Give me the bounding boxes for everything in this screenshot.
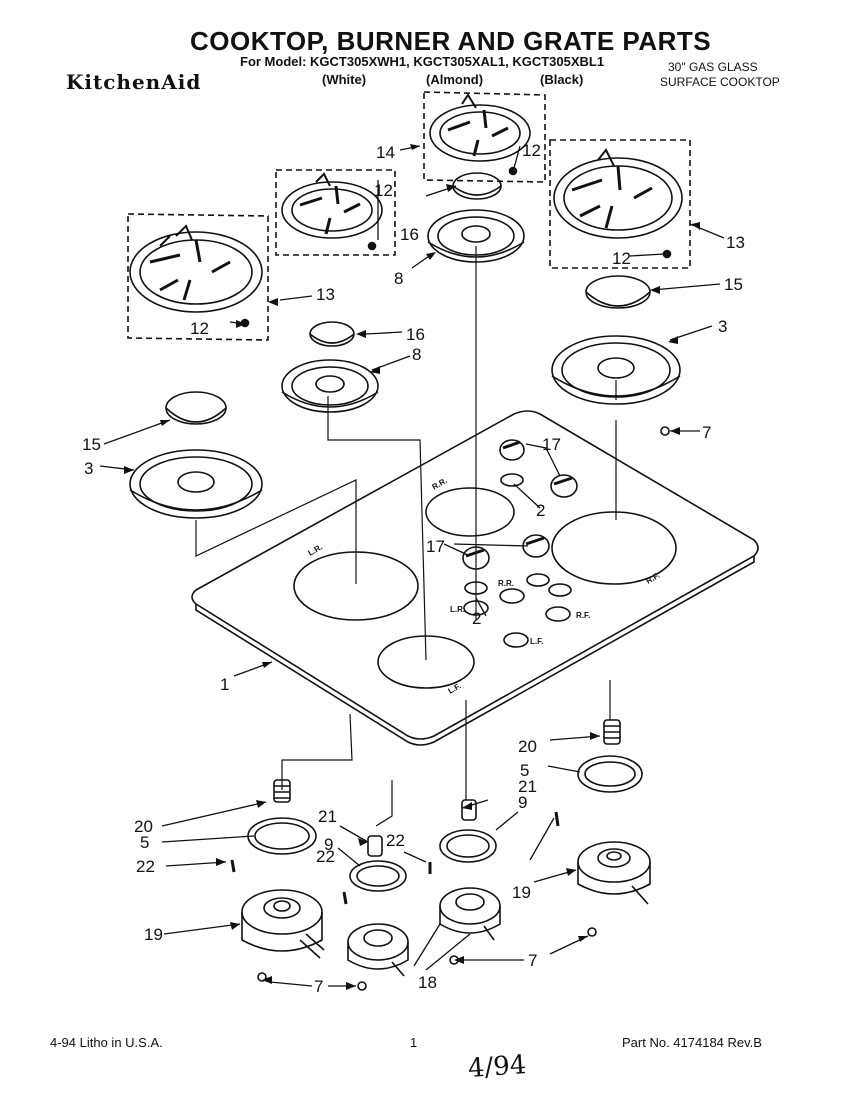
callout-12: 12 (190, 319, 209, 338)
color-black: (Black) (540, 72, 584, 87)
burner-cap-16-left (309, 321, 355, 347)
part-number: Part No. 4174184 Rev.B (622, 1035, 762, 1050)
color-white: (White) (322, 72, 367, 87)
label-left-front: L.F. (447, 681, 463, 695)
burner-cap-15-left (165, 391, 227, 425)
callout-7: 7 (314, 977, 323, 996)
callout-22: 22 (136, 857, 155, 876)
model-numbers: For Model: KGCT305XWH1, KGCT305XAL1, KGC… (240, 54, 605, 69)
product-description-line2: SURFACE COOKTOP (660, 75, 780, 89)
callout-15: 15 (82, 435, 101, 454)
callout-22: 22 (386, 831, 405, 850)
print-info: 4-94 Litho in U.S.A. (50, 1035, 163, 1050)
callout-19: 19 (512, 883, 531, 902)
handwritten-date: 4/94 (467, 1050, 528, 1084)
callout-5: 5 (520, 761, 529, 780)
grate-box-left-rear (127, 213, 269, 341)
callout-7: 7 (528, 951, 537, 970)
label-rr-control: R.R. (498, 579, 514, 588)
callout-12: 12 (522, 141, 541, 160)
burner-position-labels: L.R. R.R. R.F. L.F. L.R. R.R. L.F. R.F. (307, 476, 662, 696)
burner-assembly-right (554, 719, 651, 905)
burner-base-3-left (129, 449, 263, 519)
callout-13: 13 (726, 233, 745, 252)
callout-3: 3 (84, 459, 93, 478)
arrowheads (124, 144, 700, 990)
callout-15: 15 (724, 275, 743, 294)
grate-box-left-rear-middle (275, 169, 396, 256)
burner-assembly-left-middle (342, 835, 432, 977)
callout-17: 17 (542, 435, 561, 454)
label-lr-control: L.R. (450, 605, 465, 614)
glass-cooktop-panel (191, 410, 759, 746)
burner-cap-15-right (585, 275, 651, 309)
callout-16: 16 (406, 325, 425, 344)
callout-2: 2 (472, 609, 481, 628)
burner-assembly-right-middle (439, 799, 501, 941)
callout-20: 20 (134, 817, 153, 836)
callout-8: 8 (412, 345, 421, 364)
callout-12: 12 (612, 249, 631, 268)
burner-base-8-left (281, 359, 379, 413)
callout-22: 22 (316, 847, 335, 866)
callout-9: 9 (324, 835, 333, 854)
control-knobs (462, 439, 578, 597)
label-rf-control: R.F. (576, 611, 590, 620)
callout-21: 21 (518, 777, 537, 796)
label-left-rear: L.R. (307, 542, 325, 557)
callout-3: 3 (718, 317, 727, 336)
callout-17: 17 (426, 537, 445, 556)
callout-18: 18 (418, 973, 437, 992)
callout-20: 20 (518, 737, 537, 756)
burner-assembly-left (230, 779, 325, 959)
callout-5: 5 (140, 833, 149, 852)
burner-cap-16-center (452, 172, 502, 200)
grate-box-right (549, 139, 691, 269)
callout-21: 21 (318, 807, 337, 826)
callout-numbers: 1 2 2 3 3 5 5 7 7 7 8 8 9 9 12 12 12 12 … (82, 141, 745, 996)
product-description-line1: 30" GAS GLASS (668, 60, 758, 74)
callout-16: 16 (400, 225, 419, 244)
callout-2: 2 (536, 501, 545, 520)
label-lf-control: L.F. (530, 637, 543, 646)
callout-19: 19 (144, 925, 163, 944)
label-right-rear: R.R. (431, 476, 449, 492)
color-almond: (Almond) (426, 72, 484, 87)
callout-1: 1 (220, 675, 229, 694)
page-number: 1 (410, 1035, 418, 1050)
callout-9: 9 (518, 793, 527, 812)
assembly-centerlines (195, 246, 617, 827)
page-title: COOKTOP, BURNER AND GRATE PARTS (190, 26, 712, 56)
brand-logo: KitchenAid (66, 70, 202, 94)
callout-7: 7 (702, 423, 711, 442)
callout-13: 13 (316, 285, 335, 304)
callout-14: 14 (376, 143, 395, 162)
callout-8: 8 (394, 269, 403, 288)
grate-box-center (423, 91, 546, 183)
callout-12: 12 (374, 181, 393, 200)
